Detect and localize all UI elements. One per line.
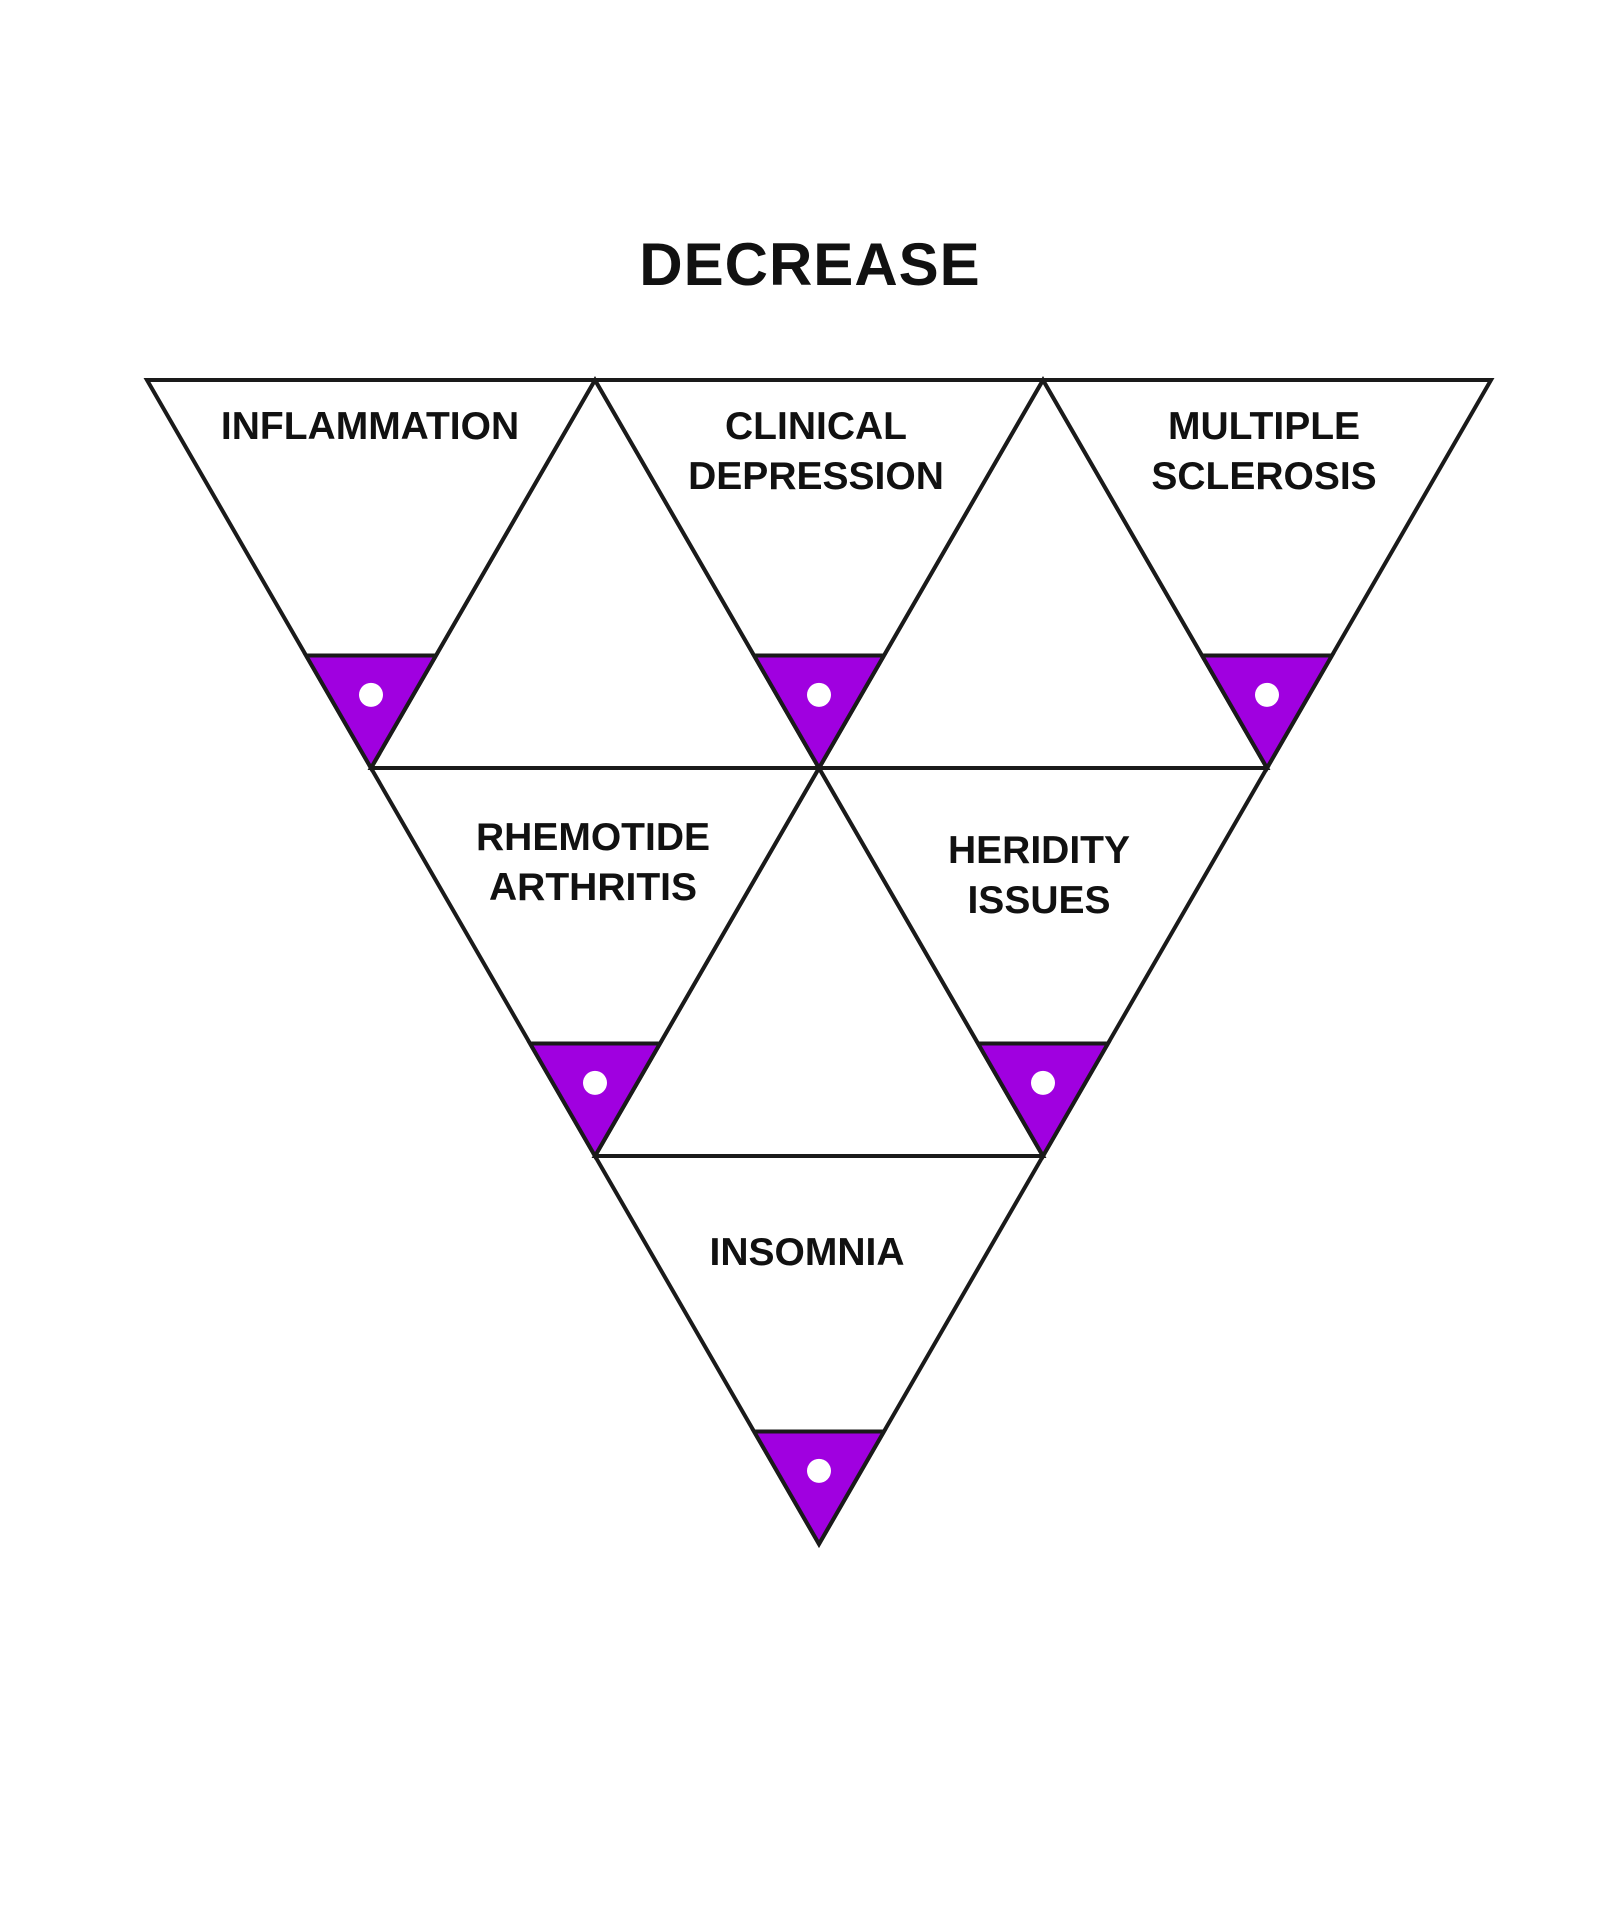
dot-clinical-depression [807,682,831,707]
accent-tip-clinical-depression [750,653,888,773]
triangle-multiple-sclerosis [1039,378,1495,773]
accent-tip-rhemotide-arthritis [526,1041,664,1161]
dot-heridity-issues [1031,1070,1055,1095]
triangle-inflammation [143,378,599,773]
triangle-clinical-depression [591,378,1047,773]
accent-tip-inflammation [302,653,440,773]
label-inflammation: INFLAMMATION [220,405,520,448]
label-multiple-sclerosis: MULTIPLE SCLEROSIS [1151,405,1377,498]
dot-rhemotide-arthritis [583,1070,607,1095]
accent-tip-insomnia [750,1429,888,1549]
triangle-insomnia [591,1154,1047,1549]
label-insomnia: INSOMNIA [709,1231,905,1274]
label-rhemotide-arthritis: RHEMOTIDE ARTHRITIS [476,816,710,909]
diagram-title: DECREASE [639,231,981,298]
label-clinical-depression: CLINICAL DEPRESSION [688,405,944,498]
label-heridity-issues: HERIDITY ISSUES [947,829,1130,922]
triangle-heridity-issues [815,766,1271,1161]
dot-insomnia [807,1458,831,1483]
dot-multiple-sclerosis [1255,682,1279,707]
dot-inflammation [359,682,383,707]
accent-tip-multiple-sclerosis [1198,653,1336,773]
triangle-rhemotide-arthritis [367,766,823,1161]
accent-tip-heridity-issues [974,1041,1112,1161]
